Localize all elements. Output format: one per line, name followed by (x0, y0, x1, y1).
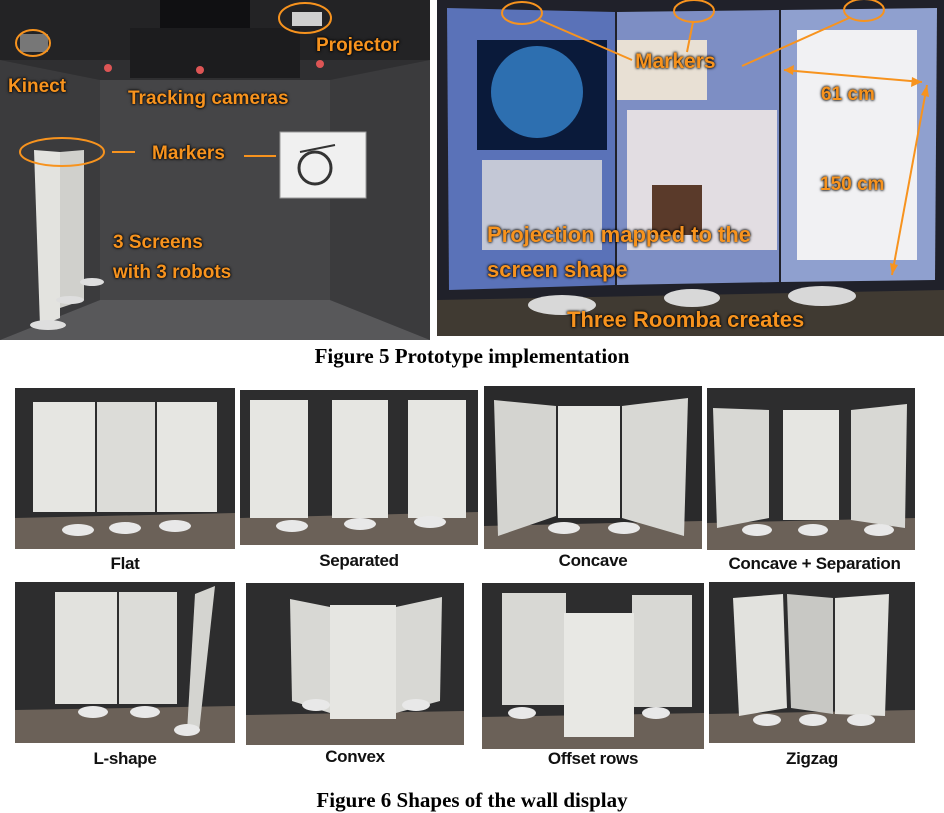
projection-mapping-photo: Markers 61 cm 150 cm Projection mapped t… (437, 0, 944, 336)
shape-photo-flat (15, 388, 235, 549)
markers-label-left: Markers (152, 143, 225, 164)
shape-label-zigzag: Zigzag (785, 749, 839, 768)
shape-photo-l-shape (15, 582, 235, 743)
kinect-device (20, 34, 48, 52)
kinect-label: Kinect (8, 76, 67, 97)
width-label: 61 cm (821, 84, 875, 105)
shape-label-flat: Flat (110, 554, 140, 573)
projector-device (292, 12, 322, 26)
robots-label: with 3 robots (113, 262, 232, 283)
roomba-label: Three Roomba creates (567, 307, 805, 332)
projection-scene (437, 0, 944, 336)
marker-inset-photo (279, 131, 367, 199)
shape-label-separated: Separated (319, 551, 399, 570)
screens-label: 3 Screens (113, 232, 203, 253)
shape-label-convex: Convex (325, 747, 385, 766)
shape-label-l-shape: L-shape (93, 749, 157, 768)
figure6-caption: Figure 6 Shapes of the wall display (316, 788, 628, 812)
projector-label: Projector (316, 35, 400, 56)
projection-label-line2: screen shape (487, 257, 628, 282)
shape-photo-convex (246, 583, 464, 745)
markers-label-right: Markers (635, 50, 716, 73)
projection-label-line1: Projection mapped to the (487, 222, 752, 247)
shape-photo-zigzag (709, 582, 915, 743)
height-label: 150 cm (820, 174, 885, 195)
tracking-cameras-label: Tracking cameras (128, 88, 289, 109)
prototype-room-photo: Kinect Projector Tracking cameras Marker… (0, 0, 430, 340)
shape-photo-offset-rows (482, 583, 704, 749)
shape-label-offset-rows: Offset rows (547, 749, 639, 768)
figure5-caption: Figure 5 Prototype implementation (314, 344, 630, 368)
shape-label-concave: Concave (558, 551, 628, 570)
shape-photo-separated (240, 390, 478, 545)
room-scene (0, 0, 430, 340)
shape-photo-concave-separation (707, 388, 915, 550)
shape-photo-concave (484, 386, 702, 549)
shape-label-concave-separation: Concave + Separation (728, 554, 901, 573)
